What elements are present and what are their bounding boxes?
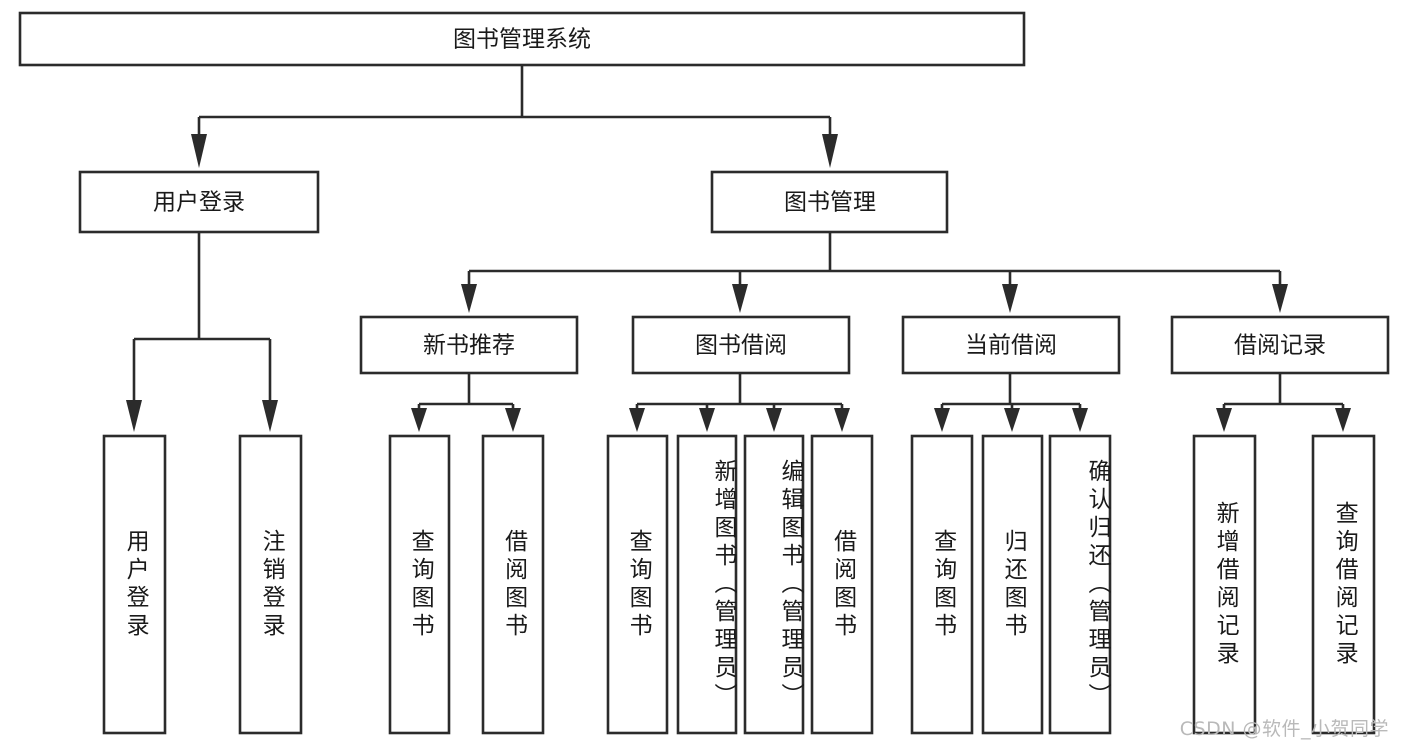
arrowhead-leaf-query-book-1 xyxy=(411,408,427,432)
node-root[interactable]: 图书管理系统 xyxy=(18,11,1026,67)
arrowhead-leaf-user-login xyxy=(126,400,142,432)
node-box-leaf-borrow-book-2[interactable] xyxy=(810,434,874,735)
node-user-login[interactable]: 用户登录 xyxy=(78,170,320,234)
node-box-book-manage[interactable] xyxy=(710,170,949,234)
node-box-current-borrow[interactable] xyxy=(901,315,1121,375)
node-book-borrow[interactable]: 图书借阅 xyxy=(631,315,851,375)
node-current-borrow[interactable]: 当前借阅 xyxy=(901,315,1121,375)
arrowhead-book-borrow xyxy=(732,284,748,313)
arrowhead-new-book-rec xyxy=(461,284,477,313)
node-label-user-login: 用户登录 xyxy=(153,190,245,216)
node-new-book-rec[interactable]: 新书推荐 xyxy=(359,315,579,375)
connector-group-book-manage xyxy=(461,232,1288,313)
node-box-leaf-logout[interactable] xyxy=(238,434,303,735)
node-box-leaf-return-book[interactable] xyxy=(981,434,1044,735)
arrowhead-leaf-borrow-book-1 xyxy=(505,408,521,432)
arrowhead-leaf-query-book-3 xyxy=(934,408,950,432)
node-box-leaf-confirm-return[interactable] xyxy=(1048,434,1112,735)
arrowhead-book-manage xyxy=(822,134,838,168)
leaf-box-group xyxy=(102,434,1376,735)
arrowhead-leaf-add-book xyxy=(699,408,715,432)
arrowhead-leaf-query-book-2 xyxy=(629,408,645,432)
arrowhead-leaf-return-book xyxy=(1004,408,1020,432)
node-label-current-borrow: 当前借阅 xyxy=(965,333,1057,359)
node-box-book-borrow[interactable] xyxy=(631,315,851,375)
node-box-user-login[interactable] xyxy=(78,170,320,234)
node-label-new-book-rec: 新书推荐 xyxy=(423,333,515,359)
arrowhead-leaf-add-record xyxy=(1216,408,1232,432)
connector-group-root xyxy=(191,65,838,168)
node-label-book-borrow: 图书借阅 xyxy=(695,333,787,359)
node-box-leaf-borrow-book-1[interactable] xyxy=(481,434,545,735)
arrowhead-current-borrow xyxy=(1002,284,1018,313)
connector-group-user-login xyxy=(126,232,278,432)
node-box-leaf-query-book-1[interactable] xyxy=(388,434,451,735)
node-book-manage[interactable]: 图书管理 xyxy=(710,170,949,234)
node-box-leaf-query-book-3[interactable] xyxy=(910,434,974,735)
arrowhead-leaf-confirm-return xyxy=(1072,408,1088,432)
arrowhead-leaf-logout xyxy=(262,400,278,432)
arrowhead-leaf-borrow-book-2 xyxy=(834,408,850,432)
connector-group-current-borrow xyxy=(934,373,1088,432)
node-label-root: 图书管理系统 xyxy=(453,27,591,53)
node-borrow-record[interactable]: 借阅记录 xyxy=(1170,315,1390,375)
connector-group-book-borrow xyxy=(629,373,850,432)
node-box-leaf-add-book[interactable] xyxy=(676,434,738,735)
arrowhead-user-login xyxy=(191,134,207,168)
node-box-new-book-rec[interactable] xyxy=(359,315,579,375)
arrowhead-borrow-record xyxy=(1272,284,1288,313)
node-box-leaf-user-login[interactable] xyxy=(102,434,167,735)
node-box-leaf-add-record[interactable] xyxy=(1192,434,1257,735)
csdn-watermark: CSDN @软件_小贺同学 xyxy=(1179,718,1389,740)
connector-group-new-book-rec xyxy=(411,373,521,432)
connector-group-borrow-record xyxy=(1216,373,1351,432)
node-box-leaf-edit-book[interactable] xyxy=(743,434,805,735)
arrowhead-leaf-query-record xyxy=(1335,408,1351,432)
arrowhead-leaf-edit-book xyxy=(766,408,782,432)
node-box-borrow-record[interactable] xyxy=(1170,315,1390,375)
node-box-leaf-query-record[interactable] xyxy=(1311,434,1376,735)
node-box-root[interactable] xyxy=(18,11,1026,67)
node-label-borrow-record: 借阅记录 xyxy=(1234,333,1326,359)
node-box-leaf-query-book-2[interactable] xyxy=(606,434,669,735)
node-label-book-manage: 图书管理 xyxy=(784,190,876,216)
